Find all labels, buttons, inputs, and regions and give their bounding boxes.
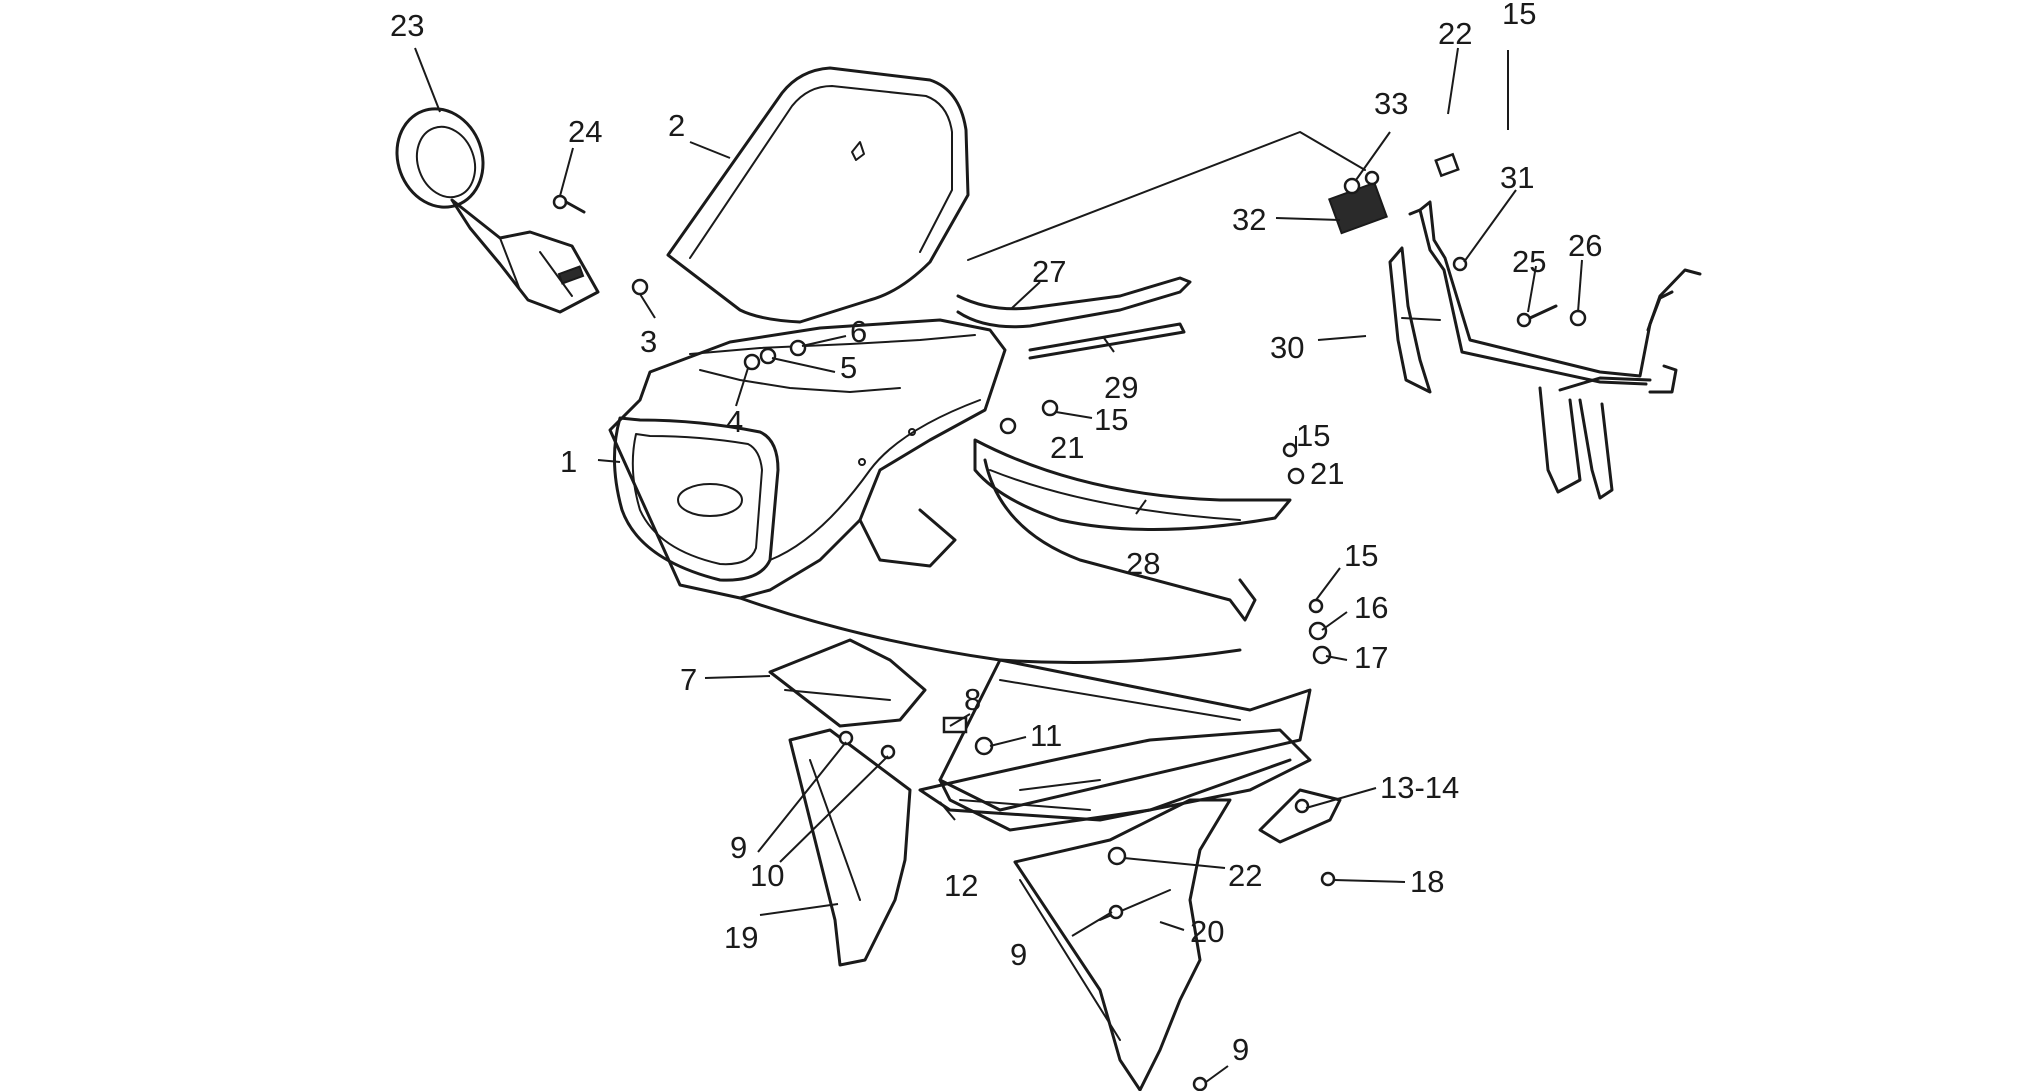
rear-view-mirror: [395, 107, 600, 314]
windscreen: [666, 66, 970, 324]
upper-fairing: [608, 318, 1242, 664]
callout-13-14: 13-14: [1380, 770, 1459, 805]
callout-7: 7: [680, 662, 697, 697]
side-panel-28: [973, 438, 1292, 622]
callout-31: 31: [1500, 160, 1534, 195]
callout-21-a: 21: [1050, 430, 1084, 465]
callout-16: 16: [1354, 590, 1388, 625]
bracket-7: [768, 638, 927, 728]
fairing-brace: [956, 276, 1192, 360]
lower-panel-12: [918, 728, 1312, 822]
hardware-fasteners: [631, 278, 1336, 1091]
side-panel-19: [788, 728, 912, 967]
callout-5: 5: [840, 350, 857, 385]
callout-10: 10: [750, 858, 784, 893]
callout-15-d: 15: [1344, 538, 1378, 573]
callout-27: 27: [1032, 254, 1066, 289]
callout-23: 23: [390, 8, 424, 43]
callout-6: 6: [850, 314, 867, 349]
callout-33: 33: [1374, 86, 1408, 121]
callout-18: 18: [1410, 864, 1444, 899]
callout-3: 3: [640, 324, 657, 359]
bracket-13-14: [1258, 788, 1342, 844]
callout-8: 8: [964, 682, 981, 717]
callout-22-upper: 22: [1438, 16, 1472, 51]
lower-fairing: [938, 658, 1312, 832]
callout-2: 2: [668, 108, 685, 143]
callout-15-b: 15: [1296, 418, 1330, 453]
callout-15-c: 15: [1502, 0, 1536, 31]
leader-lines: [414, 47, 1583, 1083]
callout-17: 17: [1354, 640, 1388, 675]
front-frame-bracket: [1328, 152, 1702, 500]
callout-30: 30: [1270, 330, 1304, 365]
callout-4: 4: [726, 404, 743, 439]
callout-24: 24: [568, 114, 602, 149]
callout-12: 12: [944, 868, 978, 903]
callout-labels: 23 24 2 3 4 5 6 1 7 8 11 9 10 12 19 9 22…: [390, 0, 1602, 1067]
callout-32: 32: [1232, 202, 1266, 237]
callout-9-middle: 9: [1010, 937, 1027, 972]
callout-19: 19: [724, 920, 758, 955]
callout-21-b: 21: [1310, 456, 1344, 491]
callout-22-lower: 22: [1228, 858, 1262, 893]
callout-9-bottom: 9: [1232, 1032, 1249, 1067]
callout-20: 20: [1190, 914, 1224, 949]
callout-11: 11: [1030, 718, 1062, 753]
callout-26: 26: [1568, 228, 1602, 263]
callout-25: 25: [1512, 244, 1546, 279]
callout-28: 28: [1126, 546, 1160, 581]
callout-29: 29: [1104, 370, 1138, 405]
assembly-line: [967, 131, 1366, 261]
callout-15-a: 15: [1094, 402, 1128, 437]
mirror-bolt: [552, 194, 586, 214]
callout-9-left: 9: [730, 830, 747, 865]
callout-1: 1: [560, 444, 577, 479]
